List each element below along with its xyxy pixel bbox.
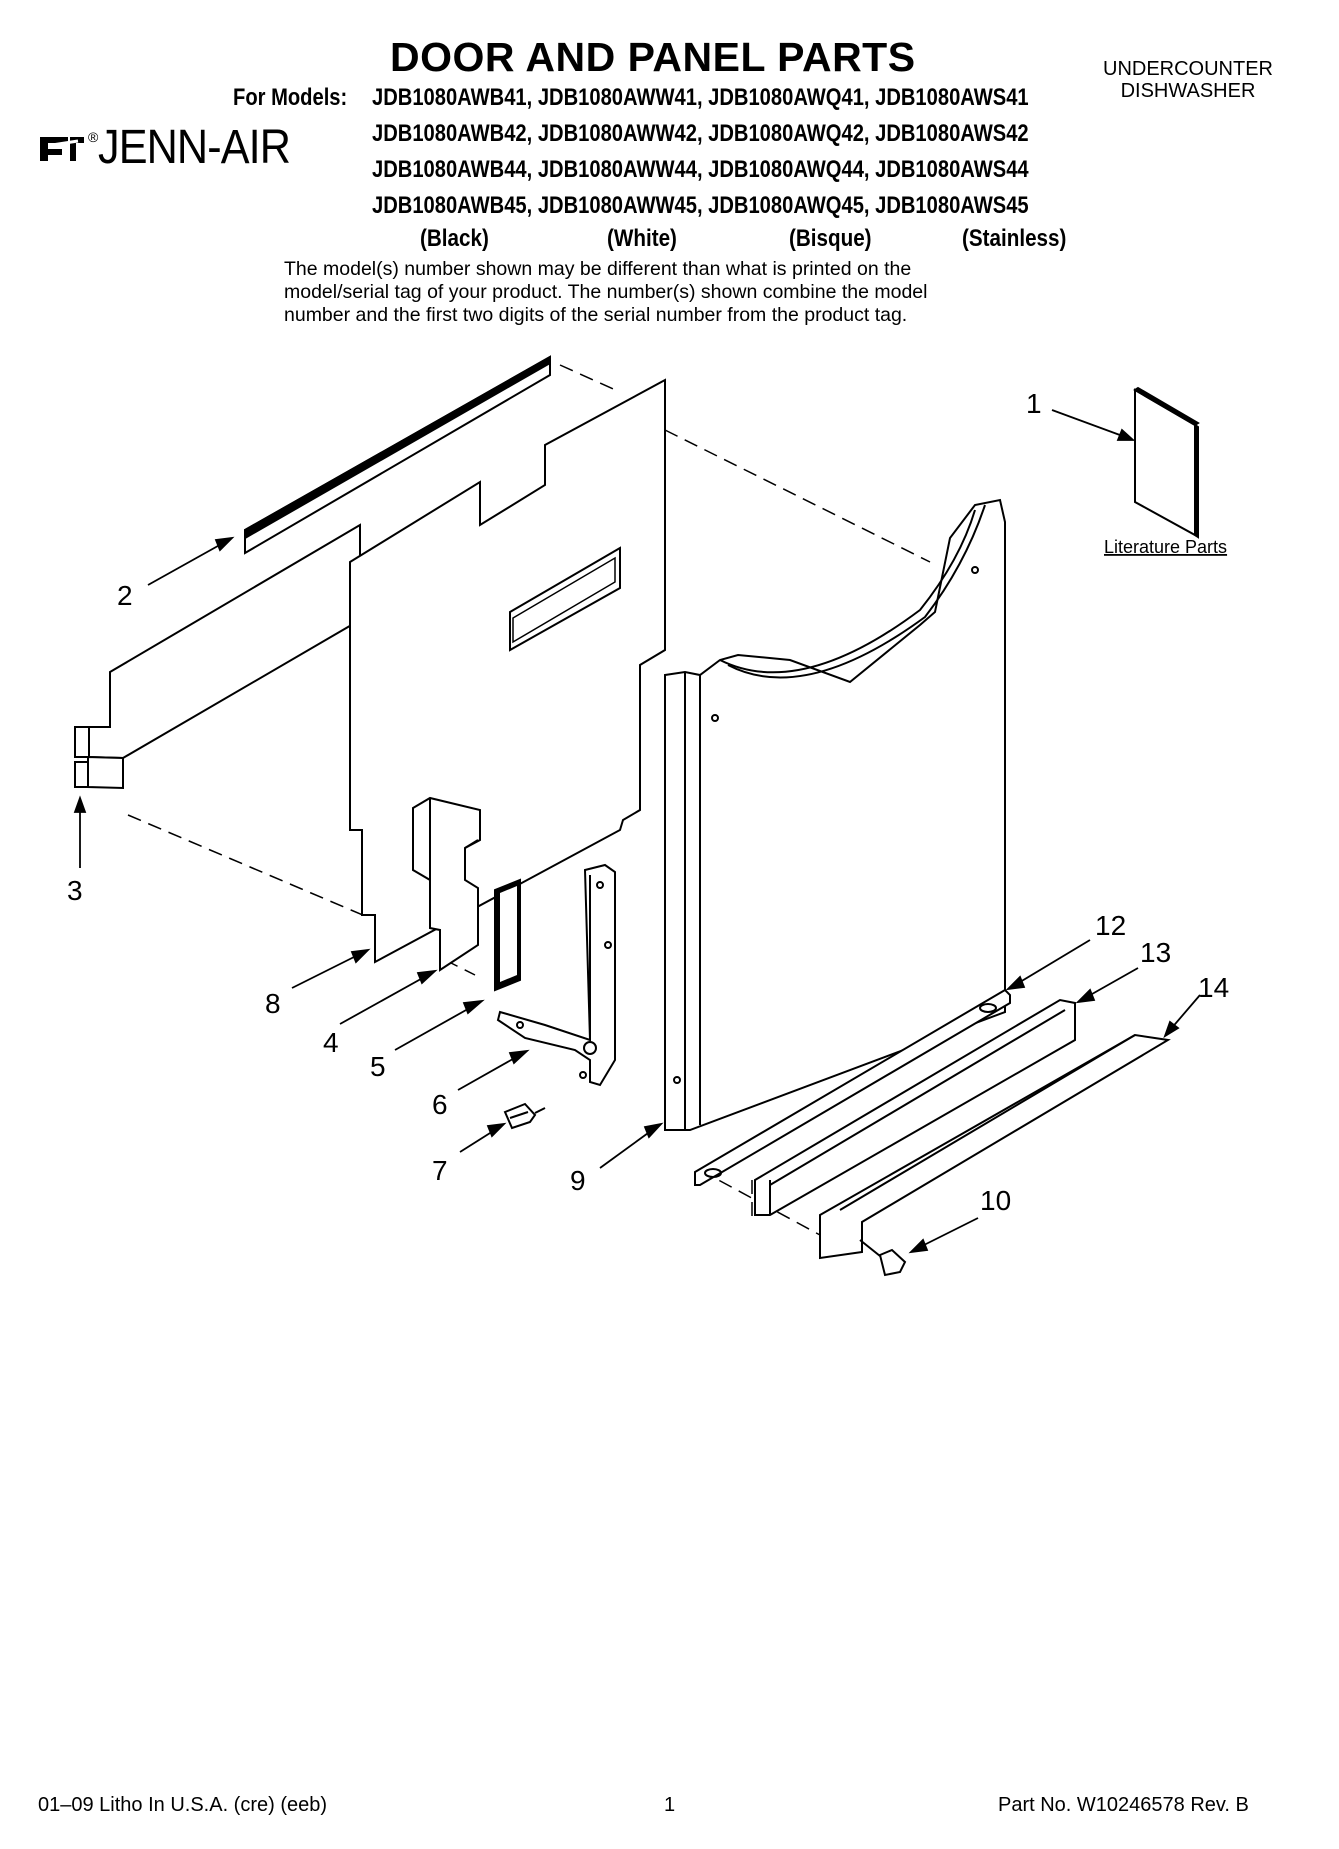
callout-14: 14 [1198,972,1229,1003]
part-12-bottom-strip [694,988,1011,1186]
callout-3: 3 [67,875,83,906]
callout-8: 8 [265,988,281,1019]
category-line-2: DISHWASHER [1120,80,1256,102]
part-10-screw [859,1239,907,1277]
part-13-toe-panel [754,998,1076,1216]
callout-10: 10 [980,1185,1011,1216]
footer-part-number: Part No. W10246578 Rev. B [998,1794,1249,1816]
jenn-air-logo-icon [40,136,84,161]
part-4-vertical-bracket [412,796,481,972]
part-6-hinge-bracket [496,863,616,1087]
appliance-category: UNDERCOUNTER DISHWASHER [1103,58,1273,102]
callout-2: 2 [117,580,133,611]
callout-13: 13 [1140,937,1171,968]
part-2-strip [244,355,551,555]
disclaimer-line-3: number and the first two digits of the s… [284,304,908,326]
callout-5: 5 [370,1051,386,1082]
callout-9: 9 [570,1165,586,1196]
page-title: DOOR AND PANEL PARTS [390,34,916,80]
disclaimer-line-2: model/serial tag of your product. The nu… [284,281,928,303]
category-line-1: UNDERCOUNTER [1103,58,1273,80]
model-row-1: JDB1080AWB41, JDB1080AWW41, JDB1080AWQ41… [372,84,1029,111]
literature-parts-label: Literature Parts [1104,537,1227,557]
part-3-side-bracket [74,523,361,790]
callout-4: 4 [323,1027,339,1058]
brand-name: JENN-AIR [98,121,291,174]
footer-litho: 01–09 Litho In U.S.A. (cre) (eeb) [38,1794,328,1816]
models-prefix: For Models: [233,84,348,111]
part-14-kick-plate [819,1033,1171,1260]
model-row-4: JDB1080AWB45, JDB1080AWW45, JDB1080AWQ45… [372,192,1029,219]
leader-arrows [73,409,1201,1254]
part-5-pad [494,878,521,992]
part-1-literature [1133,386,1200,539]
color-black: (Black) [420,225,489,252]
disclaimer-line-1: The model(s) number shown may be differe… [284,258,912,280]
callout-12: 12 [1095,910,1126,941]
brand-logo: ® JENN-AIR [38,120,312,175]
part-9-door-panel [664,498,1006,1131]
callout-1: 1 [1026,388,1042,419]
part-7-screw [503,1102,546,1130]
color-bisque: (Bisque) [789,225,872,252]
color-white: (White) [607,225,677,252]
model-disclaimer: The model(s) number shown may be differe… [284,258,927,327]
registered-mark: ® [88,128,99,145]
callout-6: 6 [432,1089,448,1120]
part-8-inner-panel [349,378,666,964]
footer-page-number: 1 [664,1794,676,1816]
model-row-3: JDB1080AWB44, JDB1080AWW44, JDB1080AWQ44… [372,156,1029,183]
model-row-2: JDB1080AWB42, JDB1080AWW42, JDB1080AWQ42… [372,120,1029,147]
callout-7: 7 [432,1155,448,1186]
color-stainless: (Stainless) [962,225,1067,252]
